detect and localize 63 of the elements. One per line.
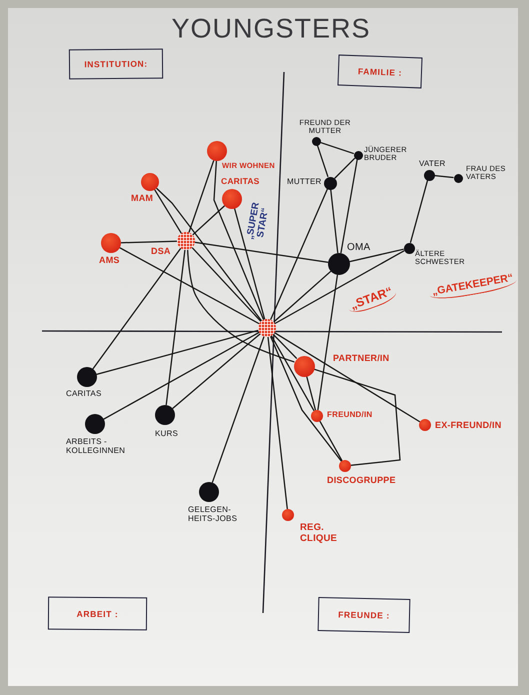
node-label: GELEGEN- HEITS-JOBS <box>188 506 238 524</box>
node-label: REG. CLIQUE <box>300 523 338 544</box>
connector-line <box>172 333 260 409</box>
connector-line <box>330 189 338 254</box>
node-label: ARBEITS - KOLLEGINNEN <box>66 438 126 456</box>
connector-line <box>92 248 182 370</box>
connector-line <box>270 188 328 320</box>
category-box <box>318 597 410 633</box>
node-label: AMS <box>99 255 120 266</box>
node-label: PARTNER/IN <box>333 353 390 364</box>
category-label: ARBEIT : <box>76 608 118 619</box>
connector-line <box>334 158 356 179</box>
connector-line <box>320 420 342 462</box>
connector-line <box>103 332 260 420</box>
node-label: OMA <box>347 242 370 254</box>
connector-line <box>434 174 454 178</box>
node-label: FREUND/IN <box>327 411 372 420</box>
node-label: DISCOGRUPPE <box>327 475 396 486</box>
node-label: DSA <box>151 246 171 256</box>
connector-line <box>192 205 225 236</box>
connector-line <box>316 145 328 178</box>
connector-line <box>120 247 260 324</box>
annotation-text: „SUPER STAR“ <box>245 200 272 242</box>
connector-line <box>166 250 186 406</box>
connector-line <box>271 336 314 412</box>
connector-line <box>187 250 295 362</box>
connector-line <box>234 208 266 320</box>
node-label: VATER <box>419 160 446 169</box>
connector-line <box>194 242 328 263</box>
connector-line <box>274 250 404 324</box>
connector-line <box>272 334 298 359</box>
category-label: FAMILIE : <box>358 66 402 78</box>
connector-line <box>410 180 428 243</box>
connector-line <box>270 336 342 462</box>
node-label: CARITAS <box>66 390 102 399</box>
category-label: INSTITUTION: <box>84 58 148 70</box>
connector-line <box>267 336 288 510</box>
connector-line <box>212 336 264 483</box>
connector-line <box>213 160 264 320</box>
node-label: CARITAS <box>221 177 260 187</box>
connector-line <box>96 330 259 375</box>
category-box <box>48 596 148 630</box>
page-title: YOUNGSTERS <box>171 14 371 44</box>
connector-line <box>273 270 332 322</box>
node-label: MUTTER <box>287 178 322 187</box>
connector-line <box>320 142 354 154</box>
node-label: KURS <box>155 430 178 439</box>
connector-line <box>192 247 262 322</box>
connector-line <box>188 160 214 233</box>
node-label: EX-FREUND/IN <box>435 420 502 430</box>
connector-line <box>274 332 420 422</box>
connector-line <box>340 159 358 254</box>
connector-line <box>314 368 401 466</box>
category-box <box>337 54 423 88</box>
connector-line <box>350 248 404 262</box>
connector-line <box>154 189 182 234</box>
node-label: MAM <box>131 193 154 204</box>
connector-line <box>156 188 262 322</box>
connector-line <box>120 240 178 244</box>
connector-line <box>306 376 316 410</box>
connector-line <box>317 274 338 410</box>
category-label: FREUNDE : <box>338 609 390 621</box>
category-box <box>68 48 164 80</box>
